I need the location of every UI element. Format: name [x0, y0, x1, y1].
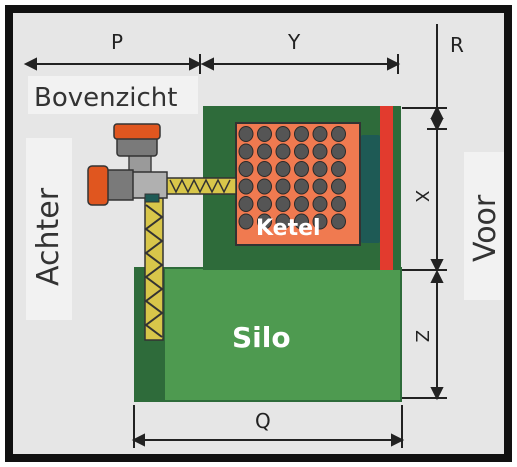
ketel-tube — [257, 196, 272, 212]
dimension-lines — [23, 24, 447, 448]
dimension-label-r: R — [450, 33, 464, 57]
ketel-tube — [257, 178, 272, 195]
ketel-tube — [257, 213, 272, 230]
burner-assembly — [87, 123, 237, 341]
horizontal-auger-zigzag — [169, 178, 231, 194]
dimension-label-q: Q — [255, 409, 271, 433]
ketel-tube — [257, 126, 272, 142]
ketel-tube — [275, 213, 291, 230]
achter-label-bg — [26, 138, 72, 320]
bovenzicht-label-bg — [28, 76, 198, 114]
ketel-tube — [275, 126, 291, 142]
ketel-tube — [294, 126, 309, 142]
ketel-tube — [294, 178, 309, 195]
ketel-tube — [257, 161, 272, 177]
dimension-label-z: Z — [411, 330, 432, 342]
ketel-tube — [331, 126, 346, 142]
voor-label: Voor — [468, 194, 503, 262]
ketel-tube — [294, 143, 309, 160]
bovenzicht-label: Bovenzicht — [34, 83, 177, 113]
ketel-tube — [294, 161, 309, 177]
dimension-label-x: X — [411, 190, 432, 202]
ketel-tube — [294, 196, 309, 212]
ketel-tube — [275, 143, 291, 160]
ketel-tube — [257, 143, 272, 160]
silo-label: Silo — [232, 321, 291, 354]
ketel-tube — [312, 143, 328, 160]
voor-label-bg — [464, 152, 504, 300]
ketel-tube — [331, 143, 346, 160]
dimension-label-y: Y — [287, 30, 301, 54]
ketel-tube — [312, 213, 328, 230]
ketel-tube — [238, 126, 254, 142]
ketel-tube — [275, 161, 291, 177]
ketel-tube — [312, 196, 328, 212]
silo-body — [134, 267, 402, 402]
ketel-tube — [238, 161, 254, 177]
ketel-tube — [312, 178, 328, 195]
ketel-tube — [238, 196, 254, 212]
ketel-tube — [331, 161, 346, 177]
ketel-tube — [312, 126, 328, 142]
junction-nozzle — [144, 193, 160, 203]
ketel-teal-panel — [361, 135, 380, 243]
ketel-label: Ketel — [256, 216, 321, 241]
side-motor-cap — [87, 165, 109, 206]
ketel-tube — [275, 196, 291, 212]
vertical-auger-zigzag — [144, 204, 164, 338]
ketel-tube — [238, 213, 254, 230]
dimension-label-p: P — [111, 30, 123, 54]
ketel-tube — [312, 161, 328, 177]
ketel-tube — [238, 178, 254, 195]
ketel-tube — [331, 196, 346, 212]
ketel-tube-grid — [238, 126, 346, 230]
ketel-tube — [294, 213, 309, 230]
ketel-tube — [331, 178, 346, 195]
achter-label: Achter — [31, 187, 66, 286]
ketel-tube — [238, 143, 254, 160]
ketel-tube — [331, 213, 346, 230]
ketel-tube — [275, 178, 291, 195]
ketel-red-panel — [380, 106, 393, 270]
top-motor-cap — [113, 123, 161, 140]
